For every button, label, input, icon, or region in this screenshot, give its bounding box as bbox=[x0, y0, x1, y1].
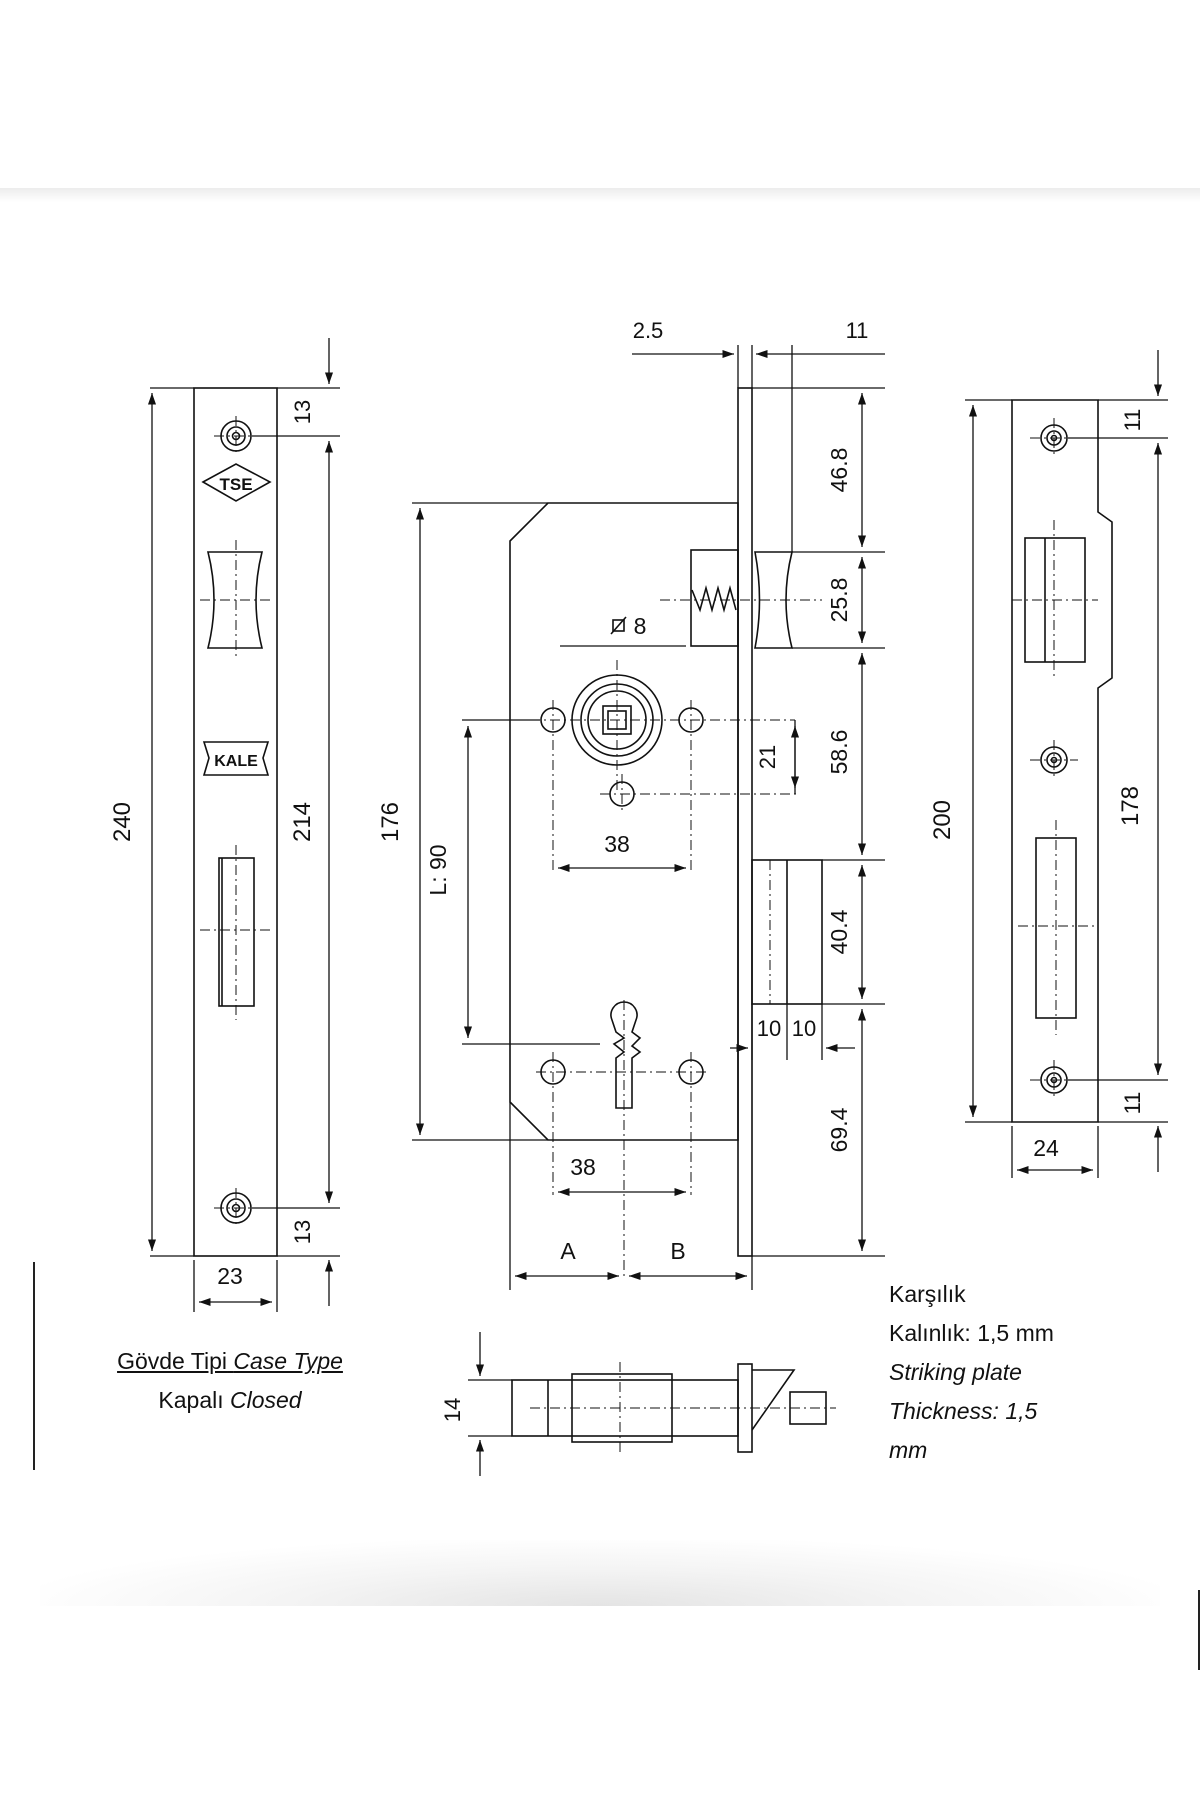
plate-note-tr-line2: Kalınlık: 1,5 mm bbox=[889, 1320, 1054, 1346]
lock-body bbox=[509, 387, 823, 1257]
deadbolt-opening bbox=[1035, 837, 1077, 1019]
left-border-line bbox=[33, 1262, 35, 1470]
tse-logo-icon bbox=[201, 463, 272, 502]
backset-a-label: A bbox=[560, 1238, 576, 1264]
deadbolt-throw-2-label: 10 bbox=[792, 1016, 816, 1041]
front-plate bbox=[193, 387, 278, 1257]
handle-hole-spacing-label: 38 bbox=[604, 831, 630, 857]
case-type-note: Gövde Tipi Case Type Kapalı Closed bbox=[60, 1342, 400, 1420]
striking-plate-top-offset-label: 11 bbox=[1120, 409, 1145, 432]
bottom-shadow bbox=[40, 1540, 1160, 1606]
case-depth-label: 14 bbox=[440, 1398, 465, 1422]
front-plate-latch-slot bbox=[206, 551, 264, 649]
deadbolt-height-label: 40.4 bbox=[826, 909, 852, 954]
latch-to-deadbolt-label: 58.6 bbox=[826, 730, 852, 775]
closed-line: Kapalı Closed bbox=[60, 1381, 400, 1420]
forend-thickness-label: 2.5 bbox=[633, 318, 664, 343]
striking-plate-height-label: 200 bbox=[929, 800, 956, 840]
striking-plate-width-label: 24 bbox=[1033, 1135, 1059, 1161]
latch-spring bbox=[691, 584, 737, 614]
closed-en: Closed bbox=[230, 1387, 302, 1413]
kale-logo-text: KALE bbox=[214, 753, 258, 770]
latch-height-label: 25.8 bbox=[826, 578, 852, 623]
spindle-square-label: 8 bbox=[634, 613, 647, 639]
plate-note-en-line1: Striking plate bbox=[889, 1359, 1022, 1385]
forend bbox=[737, 387, 753, 1257]
closed-tr: Kapalı bbox=[158, 1387, 224, 1413]
front-plate-bottom-offset-label: 13 bbox=[290, 1220, 315, 1244]
latch-projection-label: 11 bbox=[846, 318, 869, 343]
striking-plate-bottom-offset-label: 11 bbox=[1120, 1092, 1145, 1115]
bottom-to-deadbolt-label: 69.4 bbox=[826, 1107, 852, 1152]
front-plate-pitch-label: 214 bbox=[289, 802, 316, 842]
case-type-en: Case Type bbox=[233, 1348, 343, 1374]
spindle-square-symbol-icon bbox=[612, 619, 625, 632]
deadbolt-throw-1-label: 10 bbox=[757, 1016, 781, 1041]
front-plate-top-offset-label: 13 bbox=[290, 400, 315, 424]
top-shadow bbox=[0, 188, 1200, 202]
striking-plate-note: Karşılık Kalınlık: 1,5 mm Striking plate… bbox=[889, 1275, 1189, 1470]
keyhole-hole-spacing-label: 38 bbox=[570, 1154, 596, 1180]
case-type-line: Gövde Tipi Case Type bbox=[60, 1342, 400, 1381]
striking-plate-pitch-label: 178 bbox=[1117, 786, 1144, 826]
top-to-latch-label: 46.8 bbox=[826, 448, 852, 493]
backset-length-label: L: 90 bbox=[425, 844, 451, 895]
latch-spring-housing bbox=[690, 549, 739, 647]
keyhole-icon bbox=[610, 1001, 642, 1109]
case-type-tr: Gövde Tipi bbox=[117, 1348, 228, 1374]
front-plate-height-label: 240 bbox=[109, 802, 136, 842]
striking-plate bbox=[1011, 399, 1113, 1123]
right-border-line bbox=[1198, 1590, 1200, 1670]
latch-opening bbox=[1024, 537, 1086, 663]
plate-note-en-line2: Thickness: 1,5 bbox=[889, 1398, 1038, 1424]
backset-b-label: B bbox=[670, 1238, 685, 1264]
body-height-label: 176 bbox=[377, 802, 404, 842]
plate-note-tr-line1: Karşılık bbox=[889, 1281, 966, 1307]
spindle-offset-label: 21 bbox=[755, 745, 780, 769]
plate-note-en-line3: mm bbox=[889, 1437, 928, 1463]
kale-logo-icon bbox=[202, 741, 270, 776]
front-plate-width-label: 23 bbox=[217, 1263, 243, 1289]
tse-logo-text: TSE bbox=[219, 475, 252, 494]
